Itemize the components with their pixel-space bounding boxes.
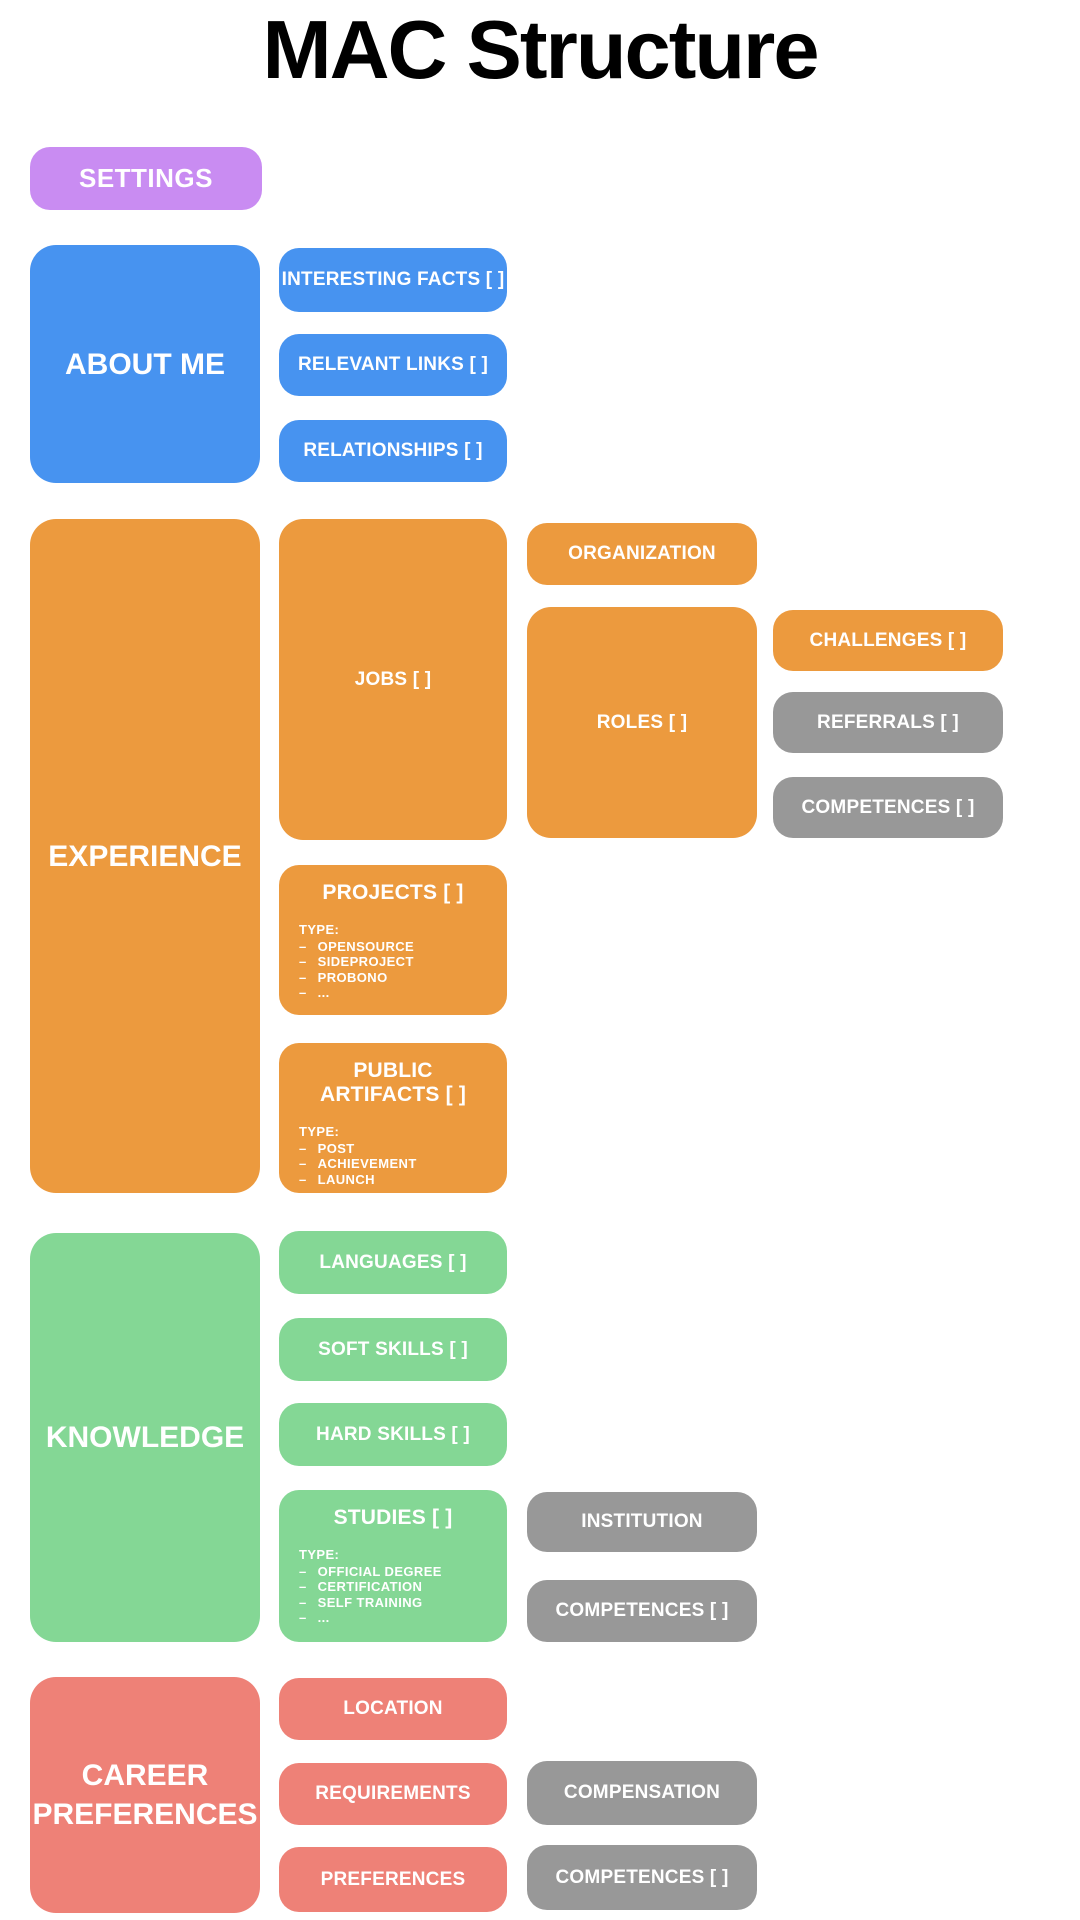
type-item: LAUNCH: [299, 1172, 495, 1188]
public-artifacts-block: PUBLIC ARTIFACTS [ ] TYPE: POST ACHIEVEM…: [279, 1043, 507, 1202]
requirements-block: REQUIREMENTS: [279, 1763, 507, 1825]
institution-block: INSTITUTION: [527, 1492, 757, 1552]
relevant-links-block: RELEVANT LINKS [ ]: [279, 334, 507, 396]
languages-block: LANGUAGES [ ]: [279, 1231, 507, 1294]
type-item: POST: [299, 1141, 495, 1157]
type-item: OFFICIAL DEGREE: [299, 1564, 495, 1580]
compensation-block: COMPENSATION: [527, 1761, 757, 1825]
type-item: SELF TRAINING: [299, 1595, 495, 1611]
type-item: ...: [299, 985, 495, 1001]
roles-competences-block: COMPETENCES [ ]: [773, 777, 1003, 838]
preferences-block: PREFERENCES: [279, 1847, 507, 1912]
projects-block: PROJECTS [ ] TYPE: OPENSOURCE SIDEPROJEC…: [279, 865, 507, 1015]
type-heading: TYPE:: [299, 1547, 340, 1562]
type-heading: TYPE:: [299, 1124, 340, 1139]
type-item: SIDEPROJECT: [299, 954, 495, 970]
relationships-block: RELATIONSHIPS [ ]: [279, 420, 507, 482]
referrals-block: REFERRALS [ ]: [773, 692, 1003, 753]
location-block: LOCATION: [279, 1678, 507, 1740]
challenges-block: CHALLENGES [ ]: [773, 610, 1003, 671]
roles-block: ROLES [ ]: [527, 607, 757, 838]
type-item: ...: [299, 1610, 495, 1626]
studies-block: STUDIES [ ] TYPE: OFFICIAL DEGREE CERTIF…: [279, 1490, 507, 1642]
type-heading: TYPE:: [299, 922, 340, 937]
career-preferences-block: CAREER PREFERENCES: [30, 1677, 260, 1913]
type-item: OPENSOURCE: [299, 939, 495, 955]
soft-skills-block: SOFT SKILLS [ ]: [279, 1318, 507, 1381]
career-competences-block: COMPETENCES [ ]: [527, 1845, 757, 1910]
projects-title: PROJECTS [ ]: [322, 881, 464, 904]
public-artifacts-title: PUBLIC ARTIFACTS [ ]: [319, 1059, 467, 1106]
studies-type-list: TYPE: OFFICIAL DEGREE CERTIFICATION SELF…: [299, 1547, 495, 1626]
experience-block: EXPERIENCE: [30, 519, 260, 1193]
public-artifacts-type-list: TYPE: POST ACHIEVEMENT LAUNCH ...: [299, 1124, 495, 1203]
type-item: ACHIEVEMENT: [299, 1156, 495, 1172]
type-item: PROBONO: [299, 970, 495, 986]
type-item: ...: [299, 1187, 495, 1203]
settings-block: SETTINGS: [30, 147, 262, 210]
hard-skills-block: HARD SKILLS [ ]: [279, 1403, 507, 1466]
jobs-block: JOBS [ ]: [279, 519, 507, 840]
type-item: CERTIFICATION: [299, 1579, 495, 1595]
about-me-block: ABOUT ME: [30, 245, 260, 483]
page-title: MAC Structure: [262, 3, 819, 96]
studies-competences-block: COMPETENCES [ ]: [527, 1580, 757, 1642]
studies-title: STUDIES [ ]: [333, 1506, 453, 1529]
projects-type-list: TYPE: OPENSOURCE SIDEPROJECT PROBONO ...: [299, 922, 495, 1001]
interesting-facts-block: INTERESTING FACTS [ ]: [279, 248, 507, 312]
knowledge-block: KNOWLEDGE: [30, 1233, 260, 1642]
organization-block: ORGANIZATION: [527, 523, 757, 585]
